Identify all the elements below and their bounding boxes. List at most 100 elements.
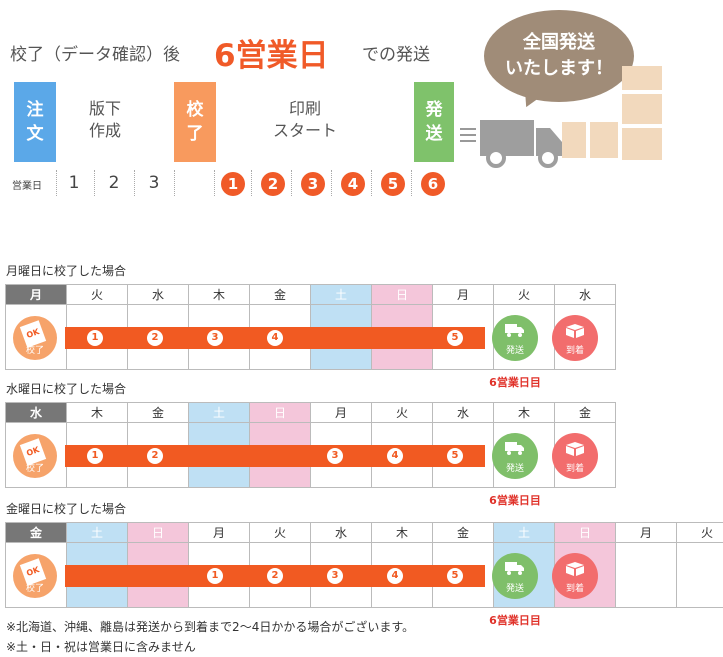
weekday-cell: 火 [66,284,128,305]
weekday-cell: 土 [493,522,555,543]
step-order-l1: 注 [26,100,44,120]
title-highlight: 6営業日 [214,38,329,74]
business-day-marker: 3 [327,448,343,464]
business-day-marker: 5 [447,568,463,584]
boxes-icon [562,66,662,160]
ship-truck-icon: 発送 [492,315,538,361]
step-print: 印刷 スタート [250,98,360,142]
calendar-title: 金曜日に校了した場合 [6,502,127,516]
weekday-cell: 火 [676,522,723,543]
prod-day-5: 5 [381,172,405,196]
day-separator [174,170,175,196]
day-separator [56,170,57,196]
ship-truck-icon: 発送 [492,553,538,599]
business-day-marker: 3 [327,568,343,584]
weekday-cell: 木 [493,402,555,423]
prod-day-6: 6 [421,172,445,196]
day-separator [411,170,412,196]
weekday-cell: 土 [310,284,372,305]
weekday-cell: 月 [615,522,677,543]
business-day-marker: 1 [207,568,223,584]
weekday-cell: 日 [554,522,616,543]
calendar-header-row: 月火水木金土日月火水 [5,284,616,305]
day-separator [134,170,135,196]
weekday-cell: 火 [249,522,311,543]
step-prep-l1: 版下 [88,99,121,118]
footnote-shipping-time: ※北海道、沖縄、離島は発送から到着まで2～4日かかる場合がございます。 [6,620,415,634]
weekday-cell: 水 [5,402,67,423]
weekday-cell: 日 [127,522,189,543]
step-order: 注 文 [14,82,56,162]
business-day-marker: 2 [267,568,283,584]
arrive-label: 到着 [565,464,584,474]
calendar-header-row: 金土日月火水木金土日月火 [5,522,723,543]
business-day-marker: 3 [207,330,223,346]
sixth-business-day-note: 6営業日目 [489,494,541,507]
calendar-header-row: 水木金土日月火水木金 [5,402,616,423]
weekday-cell: 水 [432,402,494,423]
business-day-marker: 4 [267,330,283,346]
title-prefix: 校了（データ確認）後 [10,45,180,65]
step-ship: 発 送 [414,82,454,162]
sixth-business-day-note: 6営業日目 [489,614,541,627]
ship-label: 発送 [505,346,524,356]
box-icon [566,324,584,338]
speed-lines [460,128,476,142]
arrive-label: 到着 [565,584,584,594]
step-print-l2: スタート [272,121,337,140]
step-proof-l1: 校 [186,100,204,120]
day-separator [331,170,332,196]
weekday-cell: 日 [371,284,433,305]
truck-icon [505,324,524,337]
step-proof: 校 了 [174,82,216,162]
weekday-cell: 金 [249,284,311,305]
weekday-cell: 金 [5,522,67,543]
weekday-cell: 月 [310,402,372,423]
prep-day-2: 2 [108,173,120,193]
weekday-cell: 木 [66,402,128,423]
day-separator [251,170,252,196]
business-day-marker: 5 [447,330,463,346]
weekday-cell: 月 [5,284,67,305]
arrive-box-icon: 到着 [552,553,598,599]
day-separator [94,170,95,196]
ok-label: 校了 [25,584,44,594]
prod-day-1: 1 [221,172,245,196]
weekday-cell: 日 [249,402,311,423]
ship-truck-icon: 発送 [492,433,538,479]
nationwide-shipping-bubble: 全国発送 いたします！ [484,10,634,102]
business-day-marker: 4 [387,448,403,464]
step-proof-l2: 了 [186,124,204,144]
truck-icon [480,120,562,168]
weekday-cell: 木 [371,522,433,543]
truck-icon [505,562,524,575]
business-day-marker: 2 [147,448,163,464]
day-separator [291,170,292,196]
box-icon [566,442,584,456]
step-prep-l2: 作成 [88,121,121,140]
title-suffix: での発送 [362,45,430,65]
weekday-cell: 金 [127,402,189,423]
arrive-label: 到着 [565,346,584,356]
sixth-business-day-note: 6営業日目 [489,376,541,389]
prod-day-2: 2 [261,172,285,196]
step-print-l1: 印刷 [288,99,321,118]
arrive-box-icon: 到着 [552,433,598,479]
weekday-cell: 木 [188,284,250,305]
calendar-title: 月曜日に校了した場合 [6,264,127,278]
ok-label: 校了 [25,464,44,474]
weekday-cell: 水 [554,284,616,305]
weekday-cell: 水 [310,522,372,543]
ship-label: 発送 [505,584,524,594]
weekday-cell: 火 [493,284,555,305]
step-ship-l2: 送 [425,124,443,144]
weekday-cell: 金 [554,402,616,423]
business-day-marker: 2 [147,330,163,346]
truck-icon [505,442,524,455]
prep-day-3: 3 [148,173,160,193]
ok-label: 校了 [25,346,44,356]
ship-label: 発送 [505,464,524,474]
